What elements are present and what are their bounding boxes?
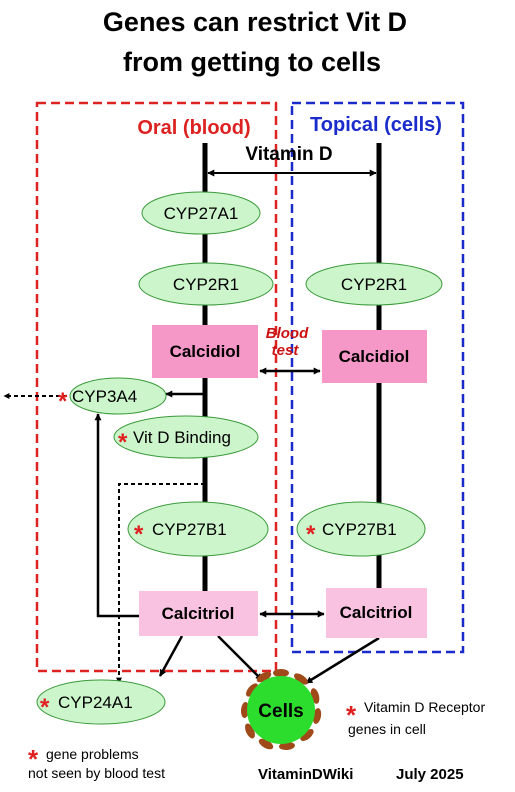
cyp2r1-left-node: CYP2R1: [138, 262, 274, 306]
cyp2r1-right-label: CYP2R1: [341, 275, 407, 294]
calcitriol-left-label: Calcitriol: [162, 604, 235, 623]
binding-to-cyp24a1-dotted-arrow: [116, 483, 205, 684]
receptor-note-line-1: Vitamin D Receptor: [364, 699, 485, 715]
calcidiol-right-box: Calcidiol: [322, 330, 427, 383]
footer-date: July 2025: [396, 766, 464, 783]
calcidiol-left-box: Calcidiol: [152, 325, 258, 378]
calcidiol-right-label: Calcidiol: [339, 347, 410, 366]
calcitriol-to-cyp24a1-arrow: [158, 635, 184, 677]
cyp27b1-right-node: * CYP27B1: [296, 501, 426, 557]
cyp27b1-left-node: * CYP27B1: [127, 501, 269, 557]
cells-node: Cells: [240, 669, 322, 751]
calcitriol-left-box: Calcitriol: [139, 591, 258, 636]
oral-region-label: Oral (blood): [137, 117, 250, 139]
calcidiol-left-label: Calcidiol: [170, 342, 241, 361]
cell-body: [247, 676, 315, 744]
cyp3a4-star: *: [58, 388, 68, 415]
gene-note-star: *: [28, 744, 39, 774]
title-line-1: Genes can restrict Vit D: [103, 7, 407, 37]
cyp27a1-label: CYP27A1: [164, 204, 239, 223]
blood-test-label-1: Blood: [266, 325, 309, 342]
left-calcitriol-to-cells-arrow: [217, 635, 263, 681]
cyp24a1-node: * CYP24A1: [36, 679, 166, 725]
vitd-binding-star: *: [118, 429, 128, 456]
cells-label: Cells: [258, 701, 303, 722]
cyp24a1-label: CYP24A1: [58, 693, 133, 712]
receptor-note-star: *: [346, 700, 357, 730]
footer-source: VitaminDWiki: [258, 766, 353, 783]
blood-test-label-2: test: [272, 342, 300, 359]
topical-region-box: [290, 101, 465, 654]
receptor-note-line-2: genes in cell: [348, 721, 426, 737]
cyp27b1-right-label: CYP27B1: [322, 520, 397, 539]
cyp24a1-star: *: [40, 694, 50, 721]
calcitriol-right-label: Calcitriol: [340, 603, 413, 622]
title-line-2: from getting to cells: [123, 47, 381, 77]
cyp27b1-left-label: CYP27B1: [152, 520, 227, 539]
calcitriol-right-box: Calcitriol: [326, 588, 427, 638]
calcidiol-to-cyp3a4-arrow: [165, 378, 207, 398]
oral-region-box: [35, 101, 278, 673]
calcitriol-to-cyp3a4-arrow: [94, 413, 139, 618]
cyp3a4-node: * CYP3A4: [58, 377, 167, 415]
vitamin-d-label: Vitamin D: [245, 144, 332, 165]
vitd-binding-label: Vit D Binding: [133, 428, 231, 447]
right-calcitriol-to-cells-arrow: [305, 636, 380, 685]
cyp3a4-label: CYP3A4: [72, 387, 137, 406]
gene-note-line-1: gene problems: [46, 746, 139, 762]
cyp2r1-left-label: CYP2R1: [173, 275, 239, 294]
gene-note-line-2: not seen by blood test: [28, 765, 165, 781]
cell-receptor-spots: [240, 669, 322, 751]
vitd-binding-node: * Vit D Binding: [113, 415, 259, 459]
cyp27a1-node: CYP27A1: [141, 191, 261, 235]
topical-region-label: Topical (cells): [310, 114, 442, 136]
cyp2r1-right-node: CYP2R1: [305, 262, 443, 306]
cyp27b1-left-star: *: [134, 521, 144, 548]
cyp27b1-right-star: *: [306, 521, 316, 548]
